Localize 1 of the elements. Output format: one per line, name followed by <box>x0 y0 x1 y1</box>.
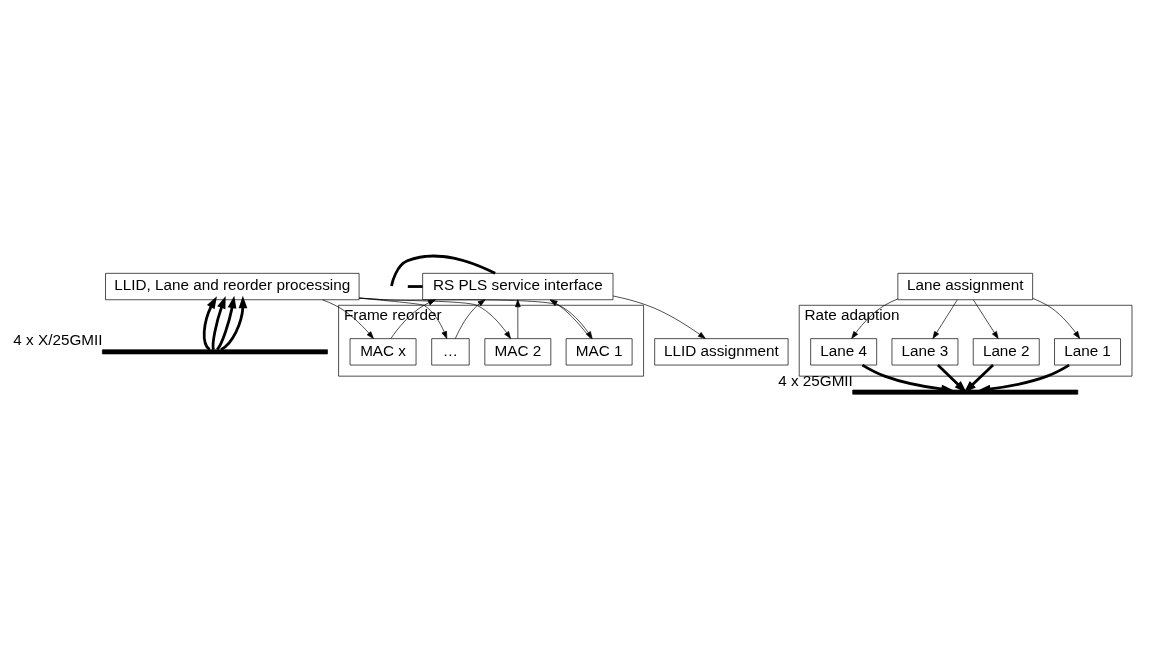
node-label: 4 x X/25GMII <box>13 331 103 349</box>
